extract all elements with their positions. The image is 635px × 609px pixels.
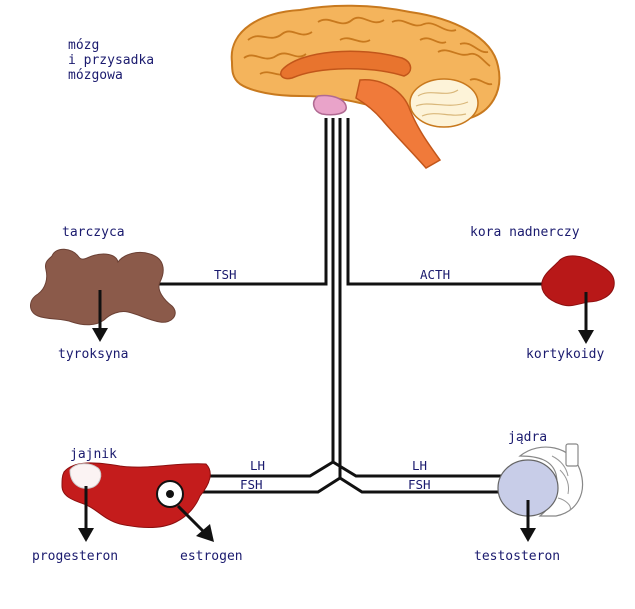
testis-gland bbox=[497, 443, 584, 517]
hormone-fsh-left: FSH bbox=[240, 477, 263, 492]
thyroid-label: tarczyca bbox=[62, 225, 125, 240]
ovary-label: jajnik bbox=[70, 447, 117, 462]
testosterone-label: testosteron bbox=[474, 549, 560, 564]
testes-label: jądra bbox=[508, 430, 547, 445]
pituitary-gland bbox=[312, 94, 347, 116]
thyroxine-label: tyroksyna bbox=[58, 347, 128, 362]
brain-label-line-3: mózgowa bbox=[68, 68, 123, 83]
corticoids-label: kortykoidy bbox=[526, 347, 604, 362]
adrenal-gland bbox=[541, 255, 615, 307]
brain-label-line-1: mózg bbox=[68, 38, 99, 53]
adrenal-label: kora nadnerczy bbox=[470, 225, 580, 240]
hormone-lh-left: LH bbox=[250, 458, 265, 473]
hormone-fsh-right: FSH bbox=[408, 477, 431, 492]
thyroid-gland bbox=[30, 248, 176, 326]
hormone-acth: ACTH bbox=[420, 267, 450, 282]
brain-label-line-2: i przysadka bbox=[68, 53, 154, 68]
estrogen-arrow bbox=[176, 504, 206, 534]
hormone-tsh: TSH bbox=[214, 267, 237, 282]
progesterone-label: progesteron bbox=[32, 549, 118, 564]
hormone-lh-right: LH bbox=[412, 458, 427, 473]
brain-gyri bbox=[243, 16, 493, 86]
brain-illustration bbox=[230, 4, 501, 169]
estrogen-label: estrogen bbox=[180, 549, 243, 564]
